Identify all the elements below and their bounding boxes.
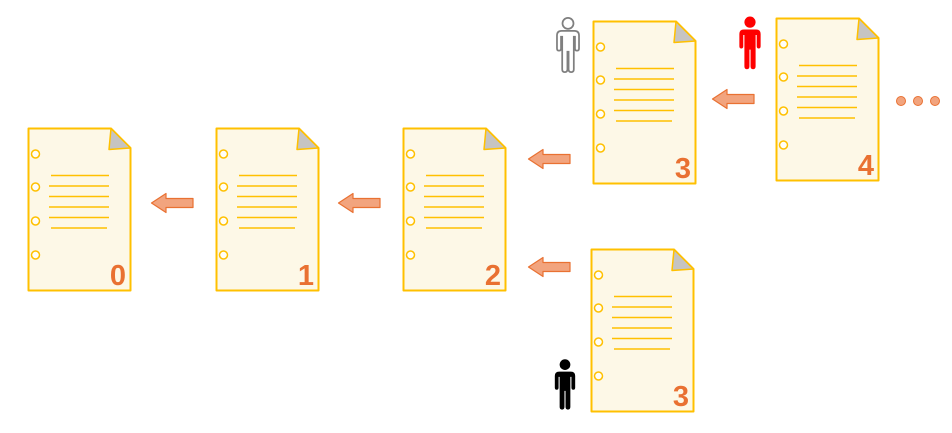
version-number: 0	[109, 260, 126, 292]
document-icon	[27, 127, 132, 292]
document-version-2: 2	[402, 127, 507, 292]
document-icon	[590, 248, 695, 413]
arrow-v4-to-v3-icon	[711, 88, 755, 110]
person-red-icon	[739, 16, 761, 70]
arrow-v1-to-v0-icon	[150, 192, 194, 214]
document-version-0: 0	[27, 127, 132, 292]
document-version-1: 1	[215, 127, 320, 292]
ellipsis-dot	[913, 96, 923, 106]
document-version-3-upper: 3	[592, 20, 697, 185]
version-number: 4	[857, 150, 874, 182]
ellipsis-more-versions-icon	[896, 96, 940, 106]
version-number: 3	[672, 381, 689, 413]
arrow-v3-upper-to-v2-icon	[527, 148, 571, 170]
document-version-3-lower: 3	[590, 248, 695, 413]
person-outline-icon	[556, 17, 580, 73]
document-icon	[402, 127, 507, 292]
document-icon	[775, 17, 880, 182]
version-number: 1	[297, 260, 314, 292]
arrow-v2-to-v1-icon	[337, 192, 381, 214]
document-icon	[592, 20, 697, 185]
document-icon	[215, 127, 320, 292]
version-number: 2	[484, 260, 501, 292]
ellipsis-dot	[896, 96, 906, 106]
version-number: 3	[674, 153, 691, 185]
document-version-4: 4	[775, 17, 880, 182]
arrow-v3-lower-to-v2-icon	[527, 256, 571, 278]
ellipsis-dot	[930, 96, 940, 106]
person-black-icon	[554, 359, 576, 410]
